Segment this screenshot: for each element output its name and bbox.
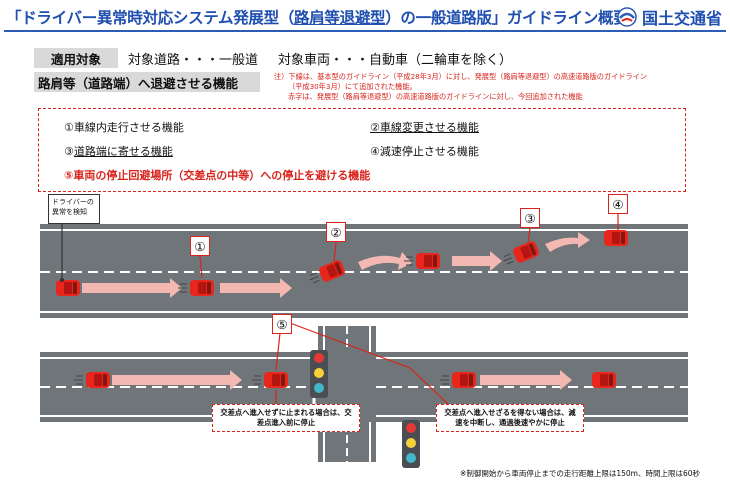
title-divider (4, 30, 726, 32)
lower-trajectory (112, 370, 572, 390)
function-2: ②車線変更させる機能 (370, 119, 479, 135)
footnote: ※制御開始から車両停止までの走行距離上限は150m、時間上限は60秒 (460, 469, 700, 478)
mlit-logo-icon (617, 7, 637, 27)
traffic-signal-lower (402, 420, 420, 468)
scope-vehicle: 対象車両・・・自動車（二輪車を除く） (278, 53, 513, 68)
step5-leader-lines (275, 322, 449, 405)
function-list-box (38, 108, 686, 192)
callout-stop-before-intersection: 交差点へ進入せずに止まれる場合は、交差点進入前に停止 (212, 404, 360, 432)
upper-road (40, 224, 688, 318)
function-2-text: ②車線変更させる機能 (370, 121, 479, 134)
step-3-badge: ③ (520, 208, 540, 228)
step-1-badge: ① (190, 236, 210, 256)
guideline-note: 注）下線は、基本型のガイドライン（平成28年3月）に対し、発展型（路肩等退避型）… (274, 72, 726, 102)
page-title: 「ドライバー異常時対応システム発展型（路肩等退避型）の一般道路版」ガイドライン概… (6, 6, 629, 28)
note-line-1: 注）下線は、基本型のガイドライン（平成28年3月）に対し、発展型（路肩等退避型）… (274, 72, 648, 81)
driver-abnormality-label: ドライバーの異常を検知 (48, 194, 100, 224)
traffic-signal-upper (310, 350, 328, 398)
scope-road: 対象道路・・・一般道 (128, 53, 259, 68)
note-line-2: （平成30年3月）にて追加された機能。 (288, 82, 417, 91)
function-3-underlined: 道路端に寄せる機能 (73, 145, 173, 158)
step-4-badge: ④ (608, 194, 628, 214)
title-suffix: ）の一般道路版」ガイドライン概要 (385, 9, 629, 27)
ministry-name: 国土交通省 (641, 9, 722, 28)
detect-point (60, 278, 64, 282)
function-section-label: 路肩等（道路端）へ退避させる機能 (34, 72, 260, 92)
title-prefix: 「ドライバー異常時対応システム発展型（ (6, 9, 295, 27)
car-stopped-after (592, 372, 616, 388)
ministry-brand: 国土交通省 (616, 5, 722, 29)
scope-label: 適用対象 (34, 48, 118, 68)
step-5-badge: ⑤ (272, 314, 292, 334)
function-4: ④減速停止させる機能 (370, 145, 479, 158)
car-start (56, 280, 80, 296)
title-underlined: 路肩等退避型 (294, 9, 386, 27)
function-1: ①車線内走行させる機能 (64, 121, 184, 134)
upper-leader-lines (61, 214, 619, 279)
function-3: ③道路端に寄せる機能 (64, 143, 173, 159)
note-line-3: 赤字は、発展型（路肩等退避型）の高速道路版のガイドラインに対し、今回追加された機… (288, 92, 583, 101)
upper-trajectory (82, 232, 590, 298)
car-step-4 (604, 230, 628, 246)
function-5: ⑤車両の停止回避場所（交差点の中等）への停止を避ける機能 (64, 169, 371, 182)
lower-road (40, 326, 688, 462)
function-3-prefix: ③ (64, 145, 74, 158)
step-2-badge: ② (326, 222, 346, 242)
callout-pass-through-intersection: 交差点へ進入せざるを得ない場合は、減速を中断し、通過後速やかに停止 (436, 404, 584, 432)
